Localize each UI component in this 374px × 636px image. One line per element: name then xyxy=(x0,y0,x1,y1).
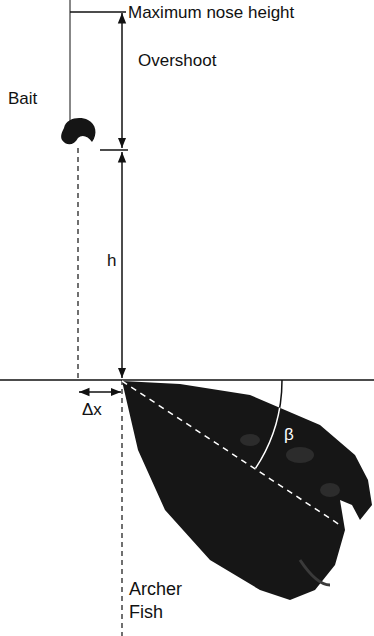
height-arrow xyxy=(121,152,123,378)
fish-body xyxy=(122,381,372,600)
angle-arc xyxy=(256,380,283,468)
fish-fin xyxy=(300,560,330,585)
bait xyxy=(61,118,95,144)
max-height-label: Maximum nose height xyxy=(128,2,294,23)
water-surface xyxy=(0,379,374,381)
overshoot-arrow xyxy=(121,13,123,148)
bait-label: Bait xyxy=(8,88,37,109)
fish-vertical xyxy=(121,380,122,636)
fish-axis xyxy=(122,381,340,525)
fish-spot xyxy=(286,447,314,463)
fish-spot xyxy=(320,483,340,497)
bait-vertical xyxy=(77,148,78,380)
angle-label: β xyxy=(284,424,294,445)
offset-label: Δx xyxy=(82,399,102,420)
fish-spot xyxy=(240,434,260,446)
offset-arrow xyxy=(79,391,121,393)
height-label: h xyxy=(107,250,116,271)
bait-level-tick xyxy=(100,149,128,151)
max-height-line xyxy=(70,11,126,13)
fishing-line xyxy=(70,0,71,122)
angle-arc xyxy=(256,380,283,468)
fish-label: Archer Fish xyxy=(129,578,195,623)
overshoot-label: Overshoot xyxy=(138,50,216,71)
